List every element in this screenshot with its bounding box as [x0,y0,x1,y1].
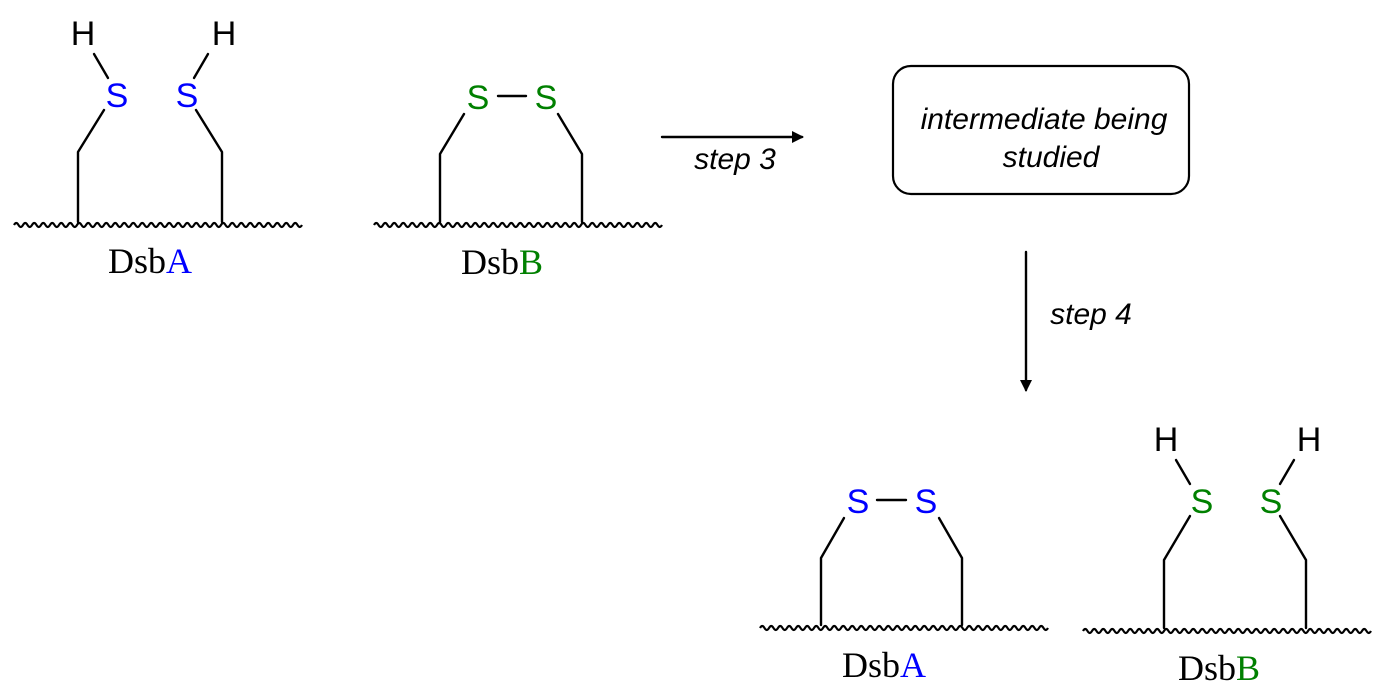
protein-backbone-wave [13,221,303,229]
intermediate-box: intermediate being studied [891,64,1191,196]
sulfur-atom: S [467,79,490,117]
intermediate-text-line2: studied [1003,141,1101,174]
sulfur-atom: S [176,77,199,115]
hydrogen-atom: H [71,15,96,53]
step3-arrow-group: step 3 [660,131,804,176]
dsbb-reduced: S S H H DsbB [1082,421,1372,688]
sulfur-atom: S [535,79,558,117]
dsba-oxidized: S S DsbA [759,483,1049,685]
bond-left-chain [819,516,846,627]
hydrogen-atom: H [1154,421,1179,459]
protein-backbone-wave [373,221,663,229]
bond-right-chain [194,108,224,224]
hydrogen-atom: H [1297,421,1322,459]
dsbb-oxidized: S S DsbB [373,79,663,282]
sulfur-atom: S [1260,483,1283,521]
sulfur-atom: S [1191,483,1214,521]
step4-arrow-group: step 4 [1020,250,1132,392]
bond-left-chain [76,108,106,224]
bond-left-chain [438,112,466,224]
step4-label: step 4 [1050,298,1132,331]
protein-label-dsbb: DsbB [461,242,543,282]
intermediate-box-frame [891,64,1191,196]
bond-right-chain [1278,514,1308,630]
bond-right-chain [556,112,584,224]
dsba-reduced: S S H H DsbA [13,15,303,281]
protein-label-dsbb: DsbB [1178,648,1260,688]
protein-backbone-wave [1082,627,1372,635]
bond-right-chain [937,516,964,627]
bond-sh-left [1174,458,1192,486]
bond-sh-right [192,52,210,80]
bond-sh-right [1278,458,1296,486]
hydrogen-atom: H [212,15,237,53]
bond-left-chain [1162,514,1192,630]
sulfur-atom: S [106,77,129,115]
step3-label: step 3 [694,143,776,176]
sulfur-atom: S [847,483,870,521]
bond-sh-left [92,52,110,80]
sulfur-atom: S [915,483,938,521]
protein-label-dsba: DsbA [108,241,192,281]
protein-label-dsba: DsbA [842,645,926,685]
intermediate-text-line1: intermediate being [921,103,1168,136]
protein-backbone-wave [759,624,1049,632]
